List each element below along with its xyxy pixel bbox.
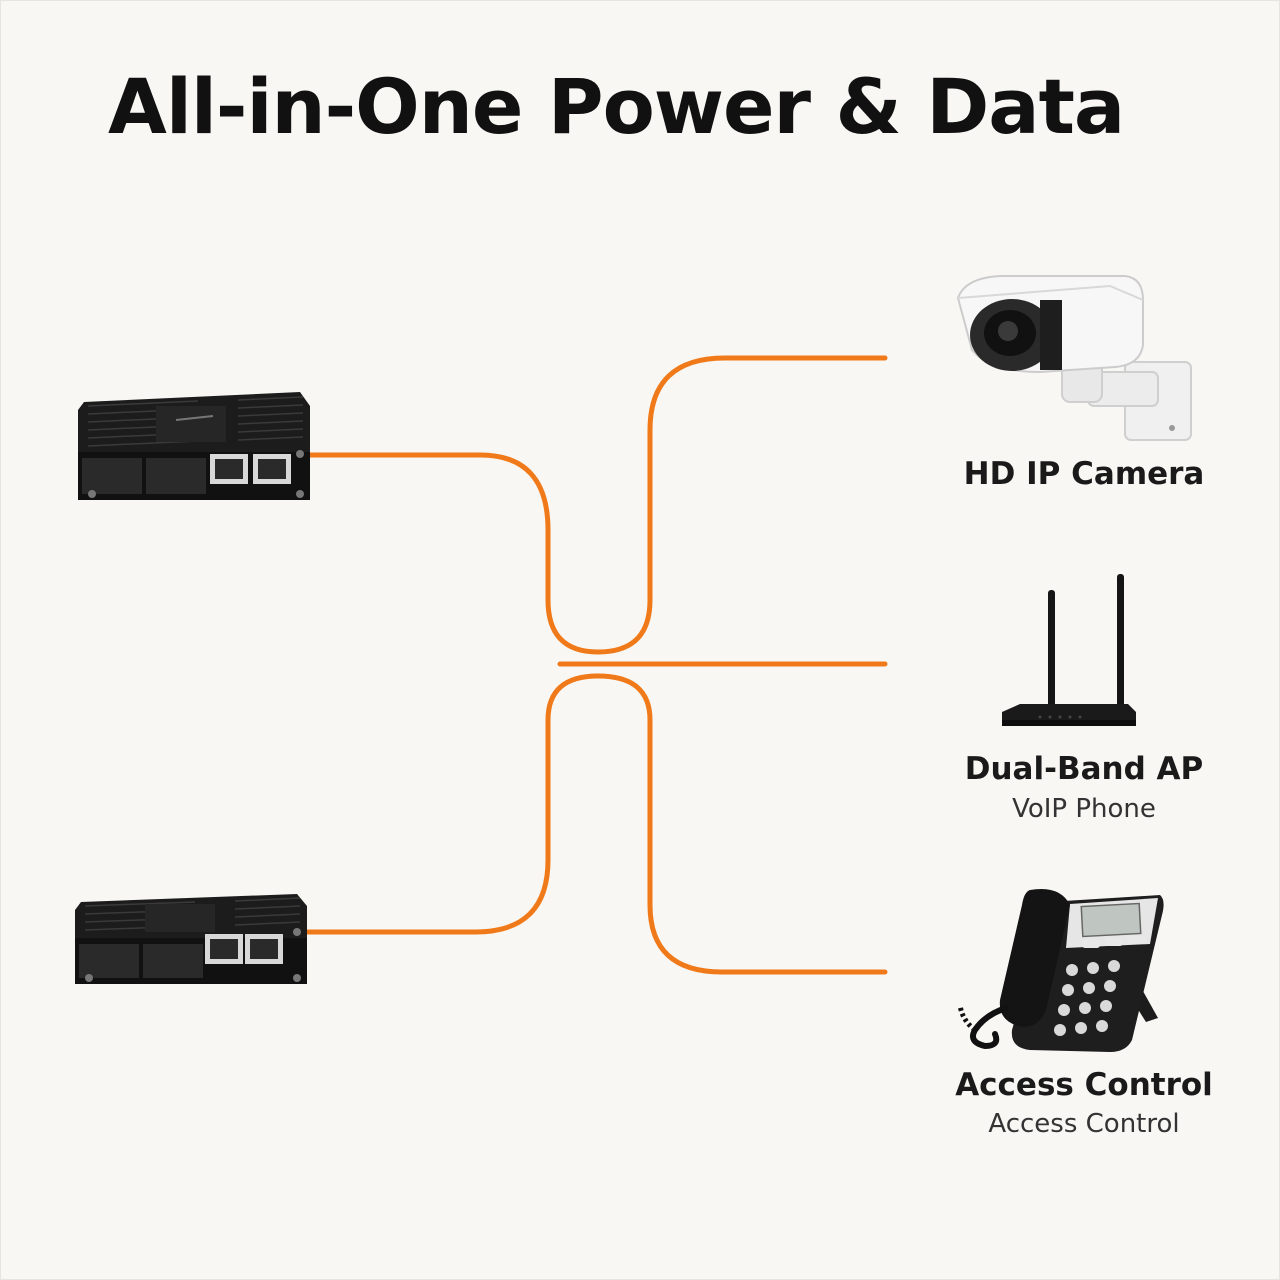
voip-phone-icon xyxy=(957,889,1164,1052)
cable-top-switch xyxy=(302,355,888,655)
wifi-router-icon xyxy=(1002,574,1136,726)
phone-label: Access Control xyxy=(955,1067,1213,1103)
phone-sublabel: Access Control xyxy=(988,1109,1180,1139)
page-title: All-in-One Power & Data xyxy=(108,62,1125,151)
cable-group xyxy=(302,355,888,975)
poe-switch-icon xyxy=(75,894,307,984)
router-label: Dual-Band AP xyxy=(964,751,1204,787)
router-sublabel: VoIP Phone xyxy=(1012,794,1156,824)
poe-switch-icon xyxy=(78,392,310,500)
camera-label: HD IP Camera xyxy=(963,456,1205,492)
ip-camera-icon xyxy=(956,275,1192,441)
cable-bottom-switch xyxy=(302,673,888,975)
